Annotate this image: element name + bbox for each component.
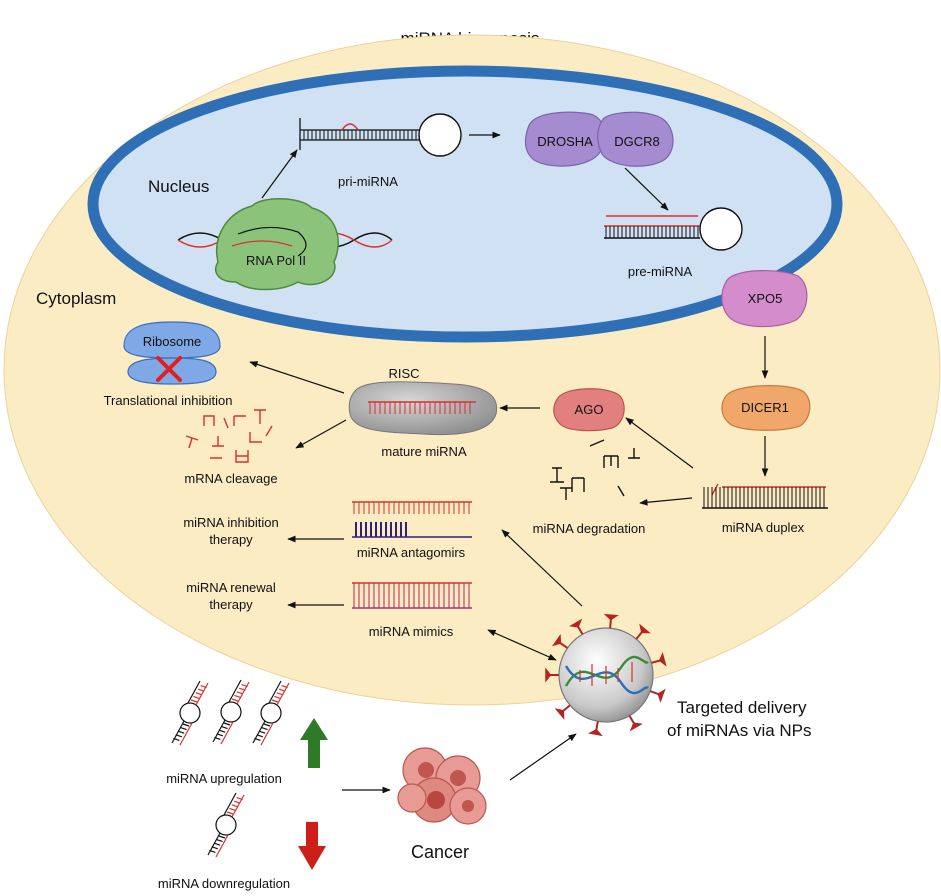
renewal-therapy-label-2: therapy (209, 597, 253, 612)
cancer-label: Cancer (411, 842, 469, 862)
nucleus-label: Nucleus (148, 177, 209, 196)
dgcr8-label: DGCR8 (614, 134, 660, 149)
mimics-label: miRNA mimics (369, 624, 454, 639)
mirna-mimics-molecule (352, 582, 472, 609)
risc-complex (348, 381, 498, 436)
drosha-dgcr8-complex (524, 111, 674, 167)
arrow-duplex-to-degradation (639, 497, 693, 506)
upregulation-arrow-icon (300, 718, 328, 768)
arrow-risc-to-cleavage (295, 419, 347, 449)
mrna-cleavage-label: mRNA cleavage (184, 471, 277, 486)
arrow-cancer-to-np (509, 733, 577, 781)
antagomirs-label: miRNA antagomirs (357, 545, 466, 560)
mirna-antagomirs-molecule (352, 501, 472, 538)
pri-mirna-hairpin (299, 113, 462, 157)
pri-mirna-label: pri-miRNA (338, 174, 398, 189)
pre-mirna-hairpin (604, 207, 743, 251)
arrow-duplex-to-ago (625, 417, 694, 469)
translational-inhibition-label: Translational inhibition (104, 393, 233, 408)
mature-mirna-label: mature miRNA (381, 444, 467, 459)
xpo5-protein (721, 270, 808, 328)
dicer1-protein (721, 385, 811, 431)
mirna-hairpin-group (171, 679, 290, 858)
xpo5-label: XPO5 (748, 291, 783, 306)
arrow-np-mimics-bidirectional (487, 629, 557, 661)
mirna-hairpin-icon (212, 679, 250, 745)
dicer1-label: DICER1 (741, 400, 789, 415)
downregulation-label: miRNA downregulation (158, 876, 290, 891)
cancer-cell-cluster (397, 747, 487, 825)
arrow-risc-to-ribosome (249, 361, 345, 394)
inhibition-therapy-label-2: therapy (209, 532, 253, 547)
nanoparticle (545, 613, 667, 737)
mirna-degradation-fragments (550, 439, 640, 500)
upregulation-label: miRNA upregulation (166, 771, 282, 786)
delivery-label-2: of miRNAs via NPs (667, 721, 812, 740)
pre-mirna-label: pre-miRNA (628, 264, 693, 279)
mirna-hairpin-icon (171, 680, 209, 746)
ago-label: AGO (575, 402, 604, 417)
mirna-hairpin-icon (207, 792, 245, 858)
arrow-np-to-antagomirs (501, 529, 583, 607)
ago-protein (553, 388, 625, 432)
rna-pol-ii-label: RNA Pol II (246, 253, 306, 268)
inhibition-therapy-label-1: miRNA inhibition (183, 515, 278, 530)
risc-label: RISC (388, 366, 419, 381)
cytoplasm-label: Cytoplasm (36, 289, 116, 308)
mirna-duplex-label: miRNA duplex (722, 520, 805, 535)
arrow-drosha-to-pre (624, 167, 669, 211)
rna-pol-ii (177, 198, 393, 291)
delivery-label-1: Targeted delivery (677, 698, 807, 717)
mirna-degradation-label: miRNA degradation (533, 521, 646, 536)
mature-mirna-strand (368, 401, 476, 414)
arrow-pol-to-pri (261, 149, 298, 199)
ribosome (123, 321, 221, 385)
renewal-therapy-label-1: miRNA renewal (186, 580, 276, 595)
drosha-label: DROSHA (537, 134, 593, 149)
downregulation-arrow-icon (298, 822, 326, 870)
mrna-cleavage-fragments (185, 409, 273, 463)
mirna-hairpin-icon (252, 680, 290, 746)
ribosome-label: Ribosome (143, 334, 202, 349)
mirna-duplex (702, 483, 828, 509)
inhibition-x-icon (156, 356, 182, 382)
